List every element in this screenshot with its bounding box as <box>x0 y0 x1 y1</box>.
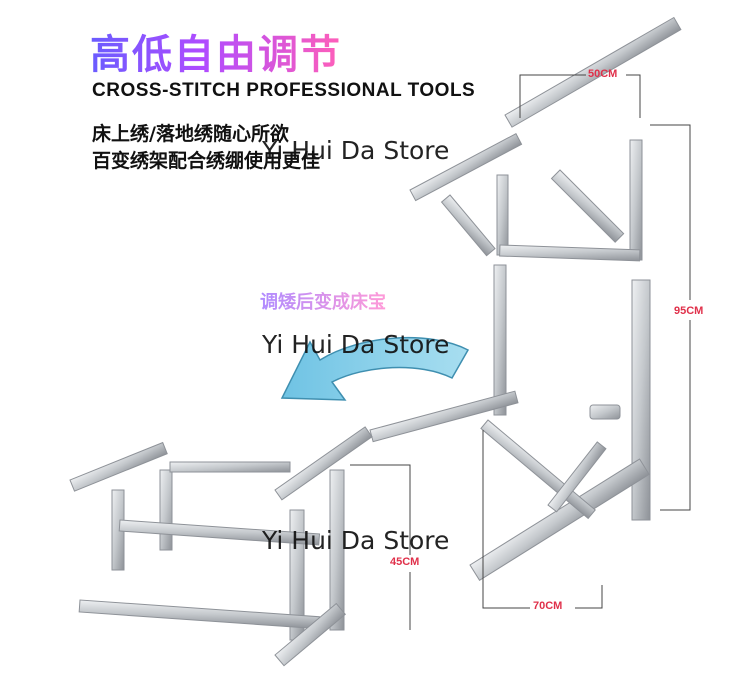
tall-top-bar-right <box>504 16 682 128</box>
tall-top-bar-left <box>409 132 523 202</box>
dimension-lines <box>350 74 691 630</box>
curved-arrow-icon <box>280 336 470 401</box>
conversion-label: 调矮后变成床宝 <box>260 288 386 314</box>
dimension-base-width: 70CM <box>533 600 563 612</box>
watermark-middle: Yi Hui Da Store <box>262 330 450 359</box>
short-stand <box>69 426 373 667</box>
page-title: 高低自由调节 <box>90 22 342 80</box>
dimension-height-tall: 95CM <box>674 305 704 317</box>
subtitle: CROSS-STITCH PROFESSIONAL TOOLS <box>92 80 476 101</box>
dimension-top-width: 50CM <box>588 68 618 80</box>
tall-stand <box>369 16 682 581</box>
watermark-bottom: Yi Hui Da Store <box>262 526 450 555</box>
watermark-top: Yi Hui Da Store <box>262 136 450 165</box>
dimension-height-short: 45CM <box>390 556 420 568</box>
feature-line-1: 床上绣/落地绣随心所欲 <box>92 123 289 145</box>
feature-line-2: 百变绣架配合绣绷使用更佳 <box>92 150 321 172</box>
